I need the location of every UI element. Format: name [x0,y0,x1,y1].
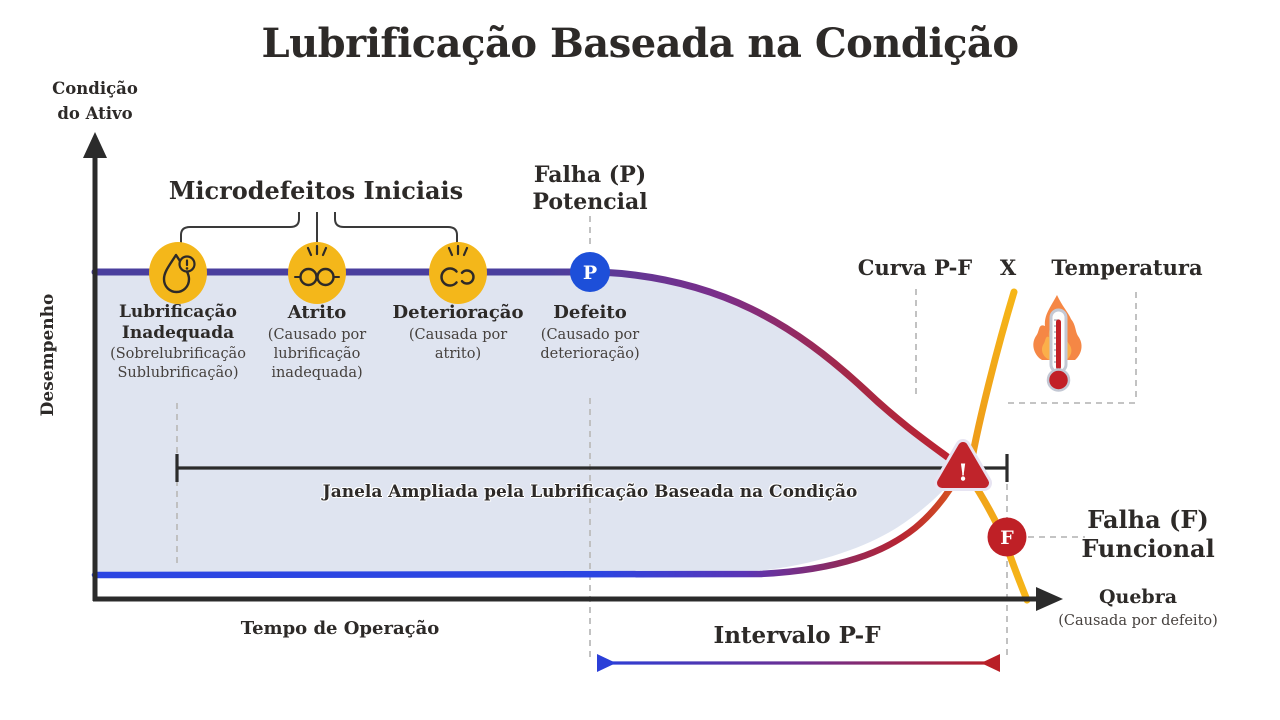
legend-temperature-label: Temperatura [1051,255,1203,280]
functional-failure-heading: Falha (F)Funcional [1081,505,1215,563]
page-title: Lubrificação Baseada na Condição [261,20,1019,67]
defect-3-name: Deterioração [392,302,524,323]
pf-interval-label: Intervalo P-F [713,622,881,649]
functional-marker-letter: F [1000,527,1014,549]
breakage-detail: (Causada por defeito) [1058,613,1218,629]
defect-p-name: Defeito [553,302,627,323]
microdefects-bracket [180,212,458,243]
axes [83,132,1063,611]
microdefects-heading: Microdefeitos Iniciais [168,176,464,205]
thermometer-flame-icon [1033,295,1082,392]
legend-curve-label: Curva P-F [857,255,973,280]
pf-curve-bottom-baseline [91,464,966,579]
degradation-area [97,275,962,573]
legend-separator: X [999,255,1017,280]
potential-marker-letter: P [582,262,598,284]
warning-exclamation: ! [957,459,969,487]
temperature-curve [965,288,1031,604]
window-annotation: Janela Ampliada pela Lubrificação Basead… [322,482,858,502]
wear-broken-rings-icon [429,242,487,304]
warning-triangle-icon [934,439,992,491]
x-axis-label: Tempo de Operação [240,618,440,639]
pf-interval-arrow [597,654,1000,672]
potential-failure-heading: Falha (P)Potencial [532,162,648,215]
breakage-label: Quebra [1098,586,1178,608]
dashed-guides [176,216,1137,660]
defect-2-name: Atrito [287,302,347,323]
potential-failure-marker [570,252,610,292]
pf-curve-top [91,268,966,472]
functional-failure-marker [987,517,1027,557]
y-axis-side-label: Desempenho [38,293,58,417]
oil-drop-alert-icon [149,242,207,304]
friction-links-icon [288,242,346,304]
window-measure-line [175,454,1009,482]
